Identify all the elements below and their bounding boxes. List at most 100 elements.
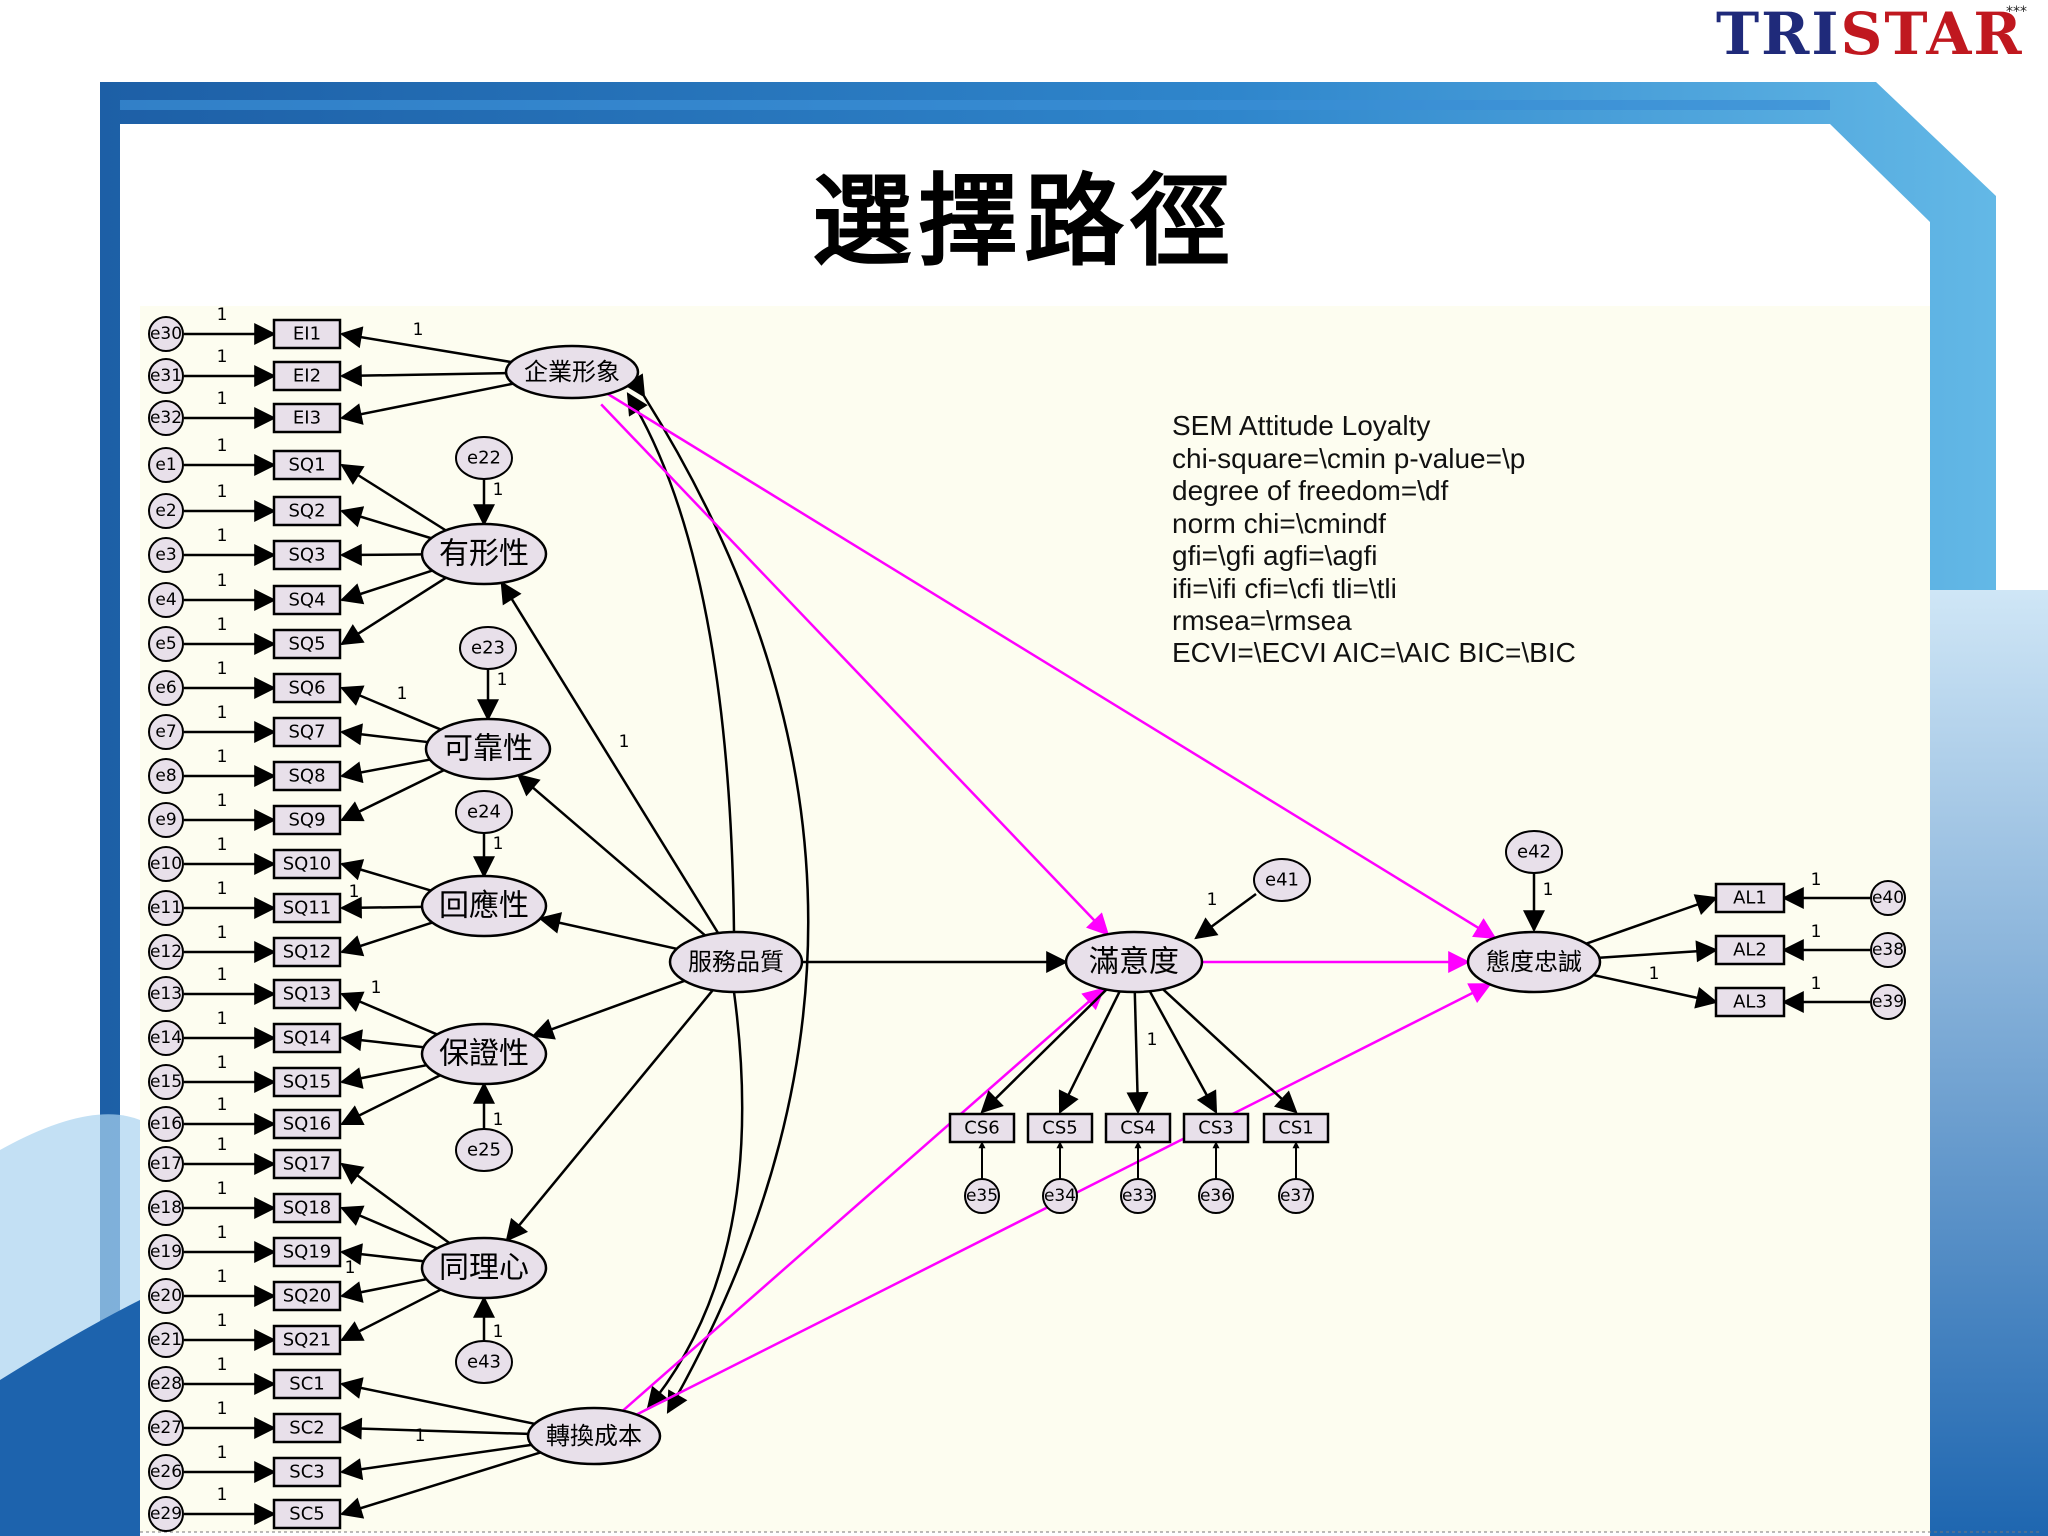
loading-label-ei: 1 — [413, 320, 424, 340]
error-term-e3 — [148, 537, 184, 573]
indicator-label-SC5: SC5 — [289, 1504, 324, 1525]
loading-arrow-SQ5 — [340, 576, 447, 646]
error-loading-label: 1 — [1811, 870, 1822, 890]
indicator-label-SQ12: SQ12 — [283, 942, 332, 963]
loading-label-assur: 1 — [371, 978, 382, 998]
loading-label: 1 — [217, 571, 228, 591]
disturbance-loading-label-cs: 1 — [1207, 890, 1218, 910]
indicator-SQ6 — [272, 672, 342, 704]
model-notes-line-3: degree of freedom=\df — [1172, 475, 1449, 506]
sem-path-diagram: 1111111111111111111111111111111111111111… — [148, 306, 1906, 1532]
indicator-label-EI1: EI1 — [293, 324, 321, 345]
loading-arrow-SQ17 — [340, 1162, 451, 1245]
path-ei-al — [607, 392, 1497, 940]
error-term-e33 — [1120, 1178, 1156, 1214]
error-label-e4: e4 — [155, 590, 176, 610]
loading-label: 1 — [217, 1135, 228, 1155]
indicator-SQ5 — [272, 628, 342, 660]
error-label-e3: e3 — [155, 545, 176, 565]
indicator-SQ14 — [272, 1022, 342, 1054]
error-loading-label: 1 — [1811, 974, 1822, 994]
error-term-e15 — [148, 1064, 184, 1100]
indicator-label-SQ18: SQ18 — [283, 1198, 332, 1219]
indicator-label-SQ3: SQ3 — [288, 545, 325, 566]
loading-label: 1 — [217, 659, 228, 679]
error-label-e7: e7 — [155, 722, 176, 742]
loading-label: 1 — [217, 923, 228, 943]
loading-arrow-SQ1 — [340, 463, 447, 532]
error-label-e6: e6 — [155, 678, 176, 698]
model-notes-line-2: chi-square=\cmin p-value=\p — [1172, 443, 1525, 474]
disturbance-label-e41: e41 — [1265, 870, 1299, 891]
error-label-e15: e15 — [150, 1072, 182, 1092]
loading-arrow-SQ19 — [339, 1243, 424, 1266]
latent-rel — [424, 717, 552, 781]
error-label-e32: e32 — [150, 408, 182, 428]
indicator-label-SQ9: SQ9 — [288, 810, 325, 831]
indicator-label-SQ15: SQ15 — [283, 1072, 332, 1093]
disturbance-e22 — [455, 436, 513, 480]
indicator-label-SC2: SC2 — [289, 1418, 324, 1439]
indicator-label-SQ21: SQ21 — [283, 1330, 332, 1351]
error-label-e34: e34 — [1044, 1186, 1076, 1206]
latent-assur — [420, 1022, 548, 1086]
loading-label: 1 — [217, 703, 228, 723]
error-term-e19 — [148, 1234, 184, 1270]
latent-label-cs: 滿意度 — [1089, 945, 1179, 980]
error-loading-label: 1 — [1811, 922, 1822, 942]
error-label-e38: e38 — [1872, 940, 1904, 960]
latent-cs — [1064, 930, 1204, 994]
indicator-SQ19 — [272, 1236, 342, 1268]
covariance-sq-sc — [646, 970, 744, 1410]
disturbance-e24 — [455, 790, 513, 834]
disturbance-label-e24: e24 — [467, 802, 501, 823]
indicator-label-CS4: CS4 — [1120, 1118, 1155, 1139]
error-term-e31 — [148, 358, 184, 394]
indicator-CS3 — [1182, 1112, 1250, 1144]
indicator-SC3 — [272, 1456, 342, 1488]
indicator-label-SQ8: SQ8 — [288, 766, 325, 787]
indicator-label-AL3: AL3 — [1733, 992, 1767, 1013]
loading-arrow-SQ11 — [339, 896, 423, 919]
error-label-e37: e37 — [1280, 1186, 1312, 1206]
indicator-SQ11 — [272, 892, 342, 924]
loading-arrow-SQ3 — [339, 543, 423, 566]
loading-arrow-SQ8 — [339, 758, 431, 784]
indicator-label-SQ1: SQ1 — [288, 455, 325, 476]
latent-emp — [420, 1236, 548, 1300]
latent-label-tang: 有形性 — [439, 537, 529, 572]
latent-label-emp: 同理心 — [439, 1251, 529, 1286]
loading-arrow-SQ21 — [340, 1288, 442, 1342]
error-label-e5: e5 — [155, 634, 176, 654]
loading-arrow-SQ10 — [339, 859, 432, 892]
latent-label-sc: 轉換成本 — [546, 1422, 642, 1450]
error-label-e26: e26 — [150, 1462, 182, 1482]
latent-sc — [526, 1406, 662, 1466]
loading-arrow-SQ14 — [339, 1029, 424, 1052]
loading-label: 1 — [217, 965, 228, 985]
latent-resp — [420, 874, 548, 938]
model-notes-line-1: SEM Attitude Loyalty — [1172, 410, 1430, 441]
logo-stars: *** — [2006, 4, 2027, 20]
model-notes-line-4: norm chi=\cmindf — [1172, 508, 1386, 539]
loading-label: 1 — [217, 306, 228, 325]
disturbance-loading-label: 1 — [493, 834, 504, 854]
indicator-label-SC3: SC3 — [289, 1462, 324, 1483]
disturbance-loading-label-al: 1 — [1543, 880, 1554, 900]
indicator-SC5 — [272, 1498, 342, 1530]
indicator-label-EI2: EI2 — [293, 366, 321, 387]
loading-label: 1 — [217, 1009, 228, 1029]
error-label-e33: e33 — [1122, 1186, 1154, 1206]
loading-label: 1 — [217, 482, 228, 502]
second-order-arrow-emp — [505, 989, 714, 1242]
error-term-e14 — [148, 1020, 184, 1056]
disturbance-label-e22: e22 — [467, 448, 501, 469]
disturbance-label-e42: e42 — [1517, 842, 1551, 863]
error-term-e1 — [148, 447, 184, 483]
error-label-e10: e10 — [150, 854, 182, 874]
error-label-e19: e19 — [150, 1242, 182, 1262]
loading-label: 1 — [217, 347, 228, 367]
indicator-SQ4 — [272, 584, 342, 616]
error-term-e38 — [1870, 932, 1906, 968]
loading-arrow-SQ13 — [339, 991, 438, 1036]
